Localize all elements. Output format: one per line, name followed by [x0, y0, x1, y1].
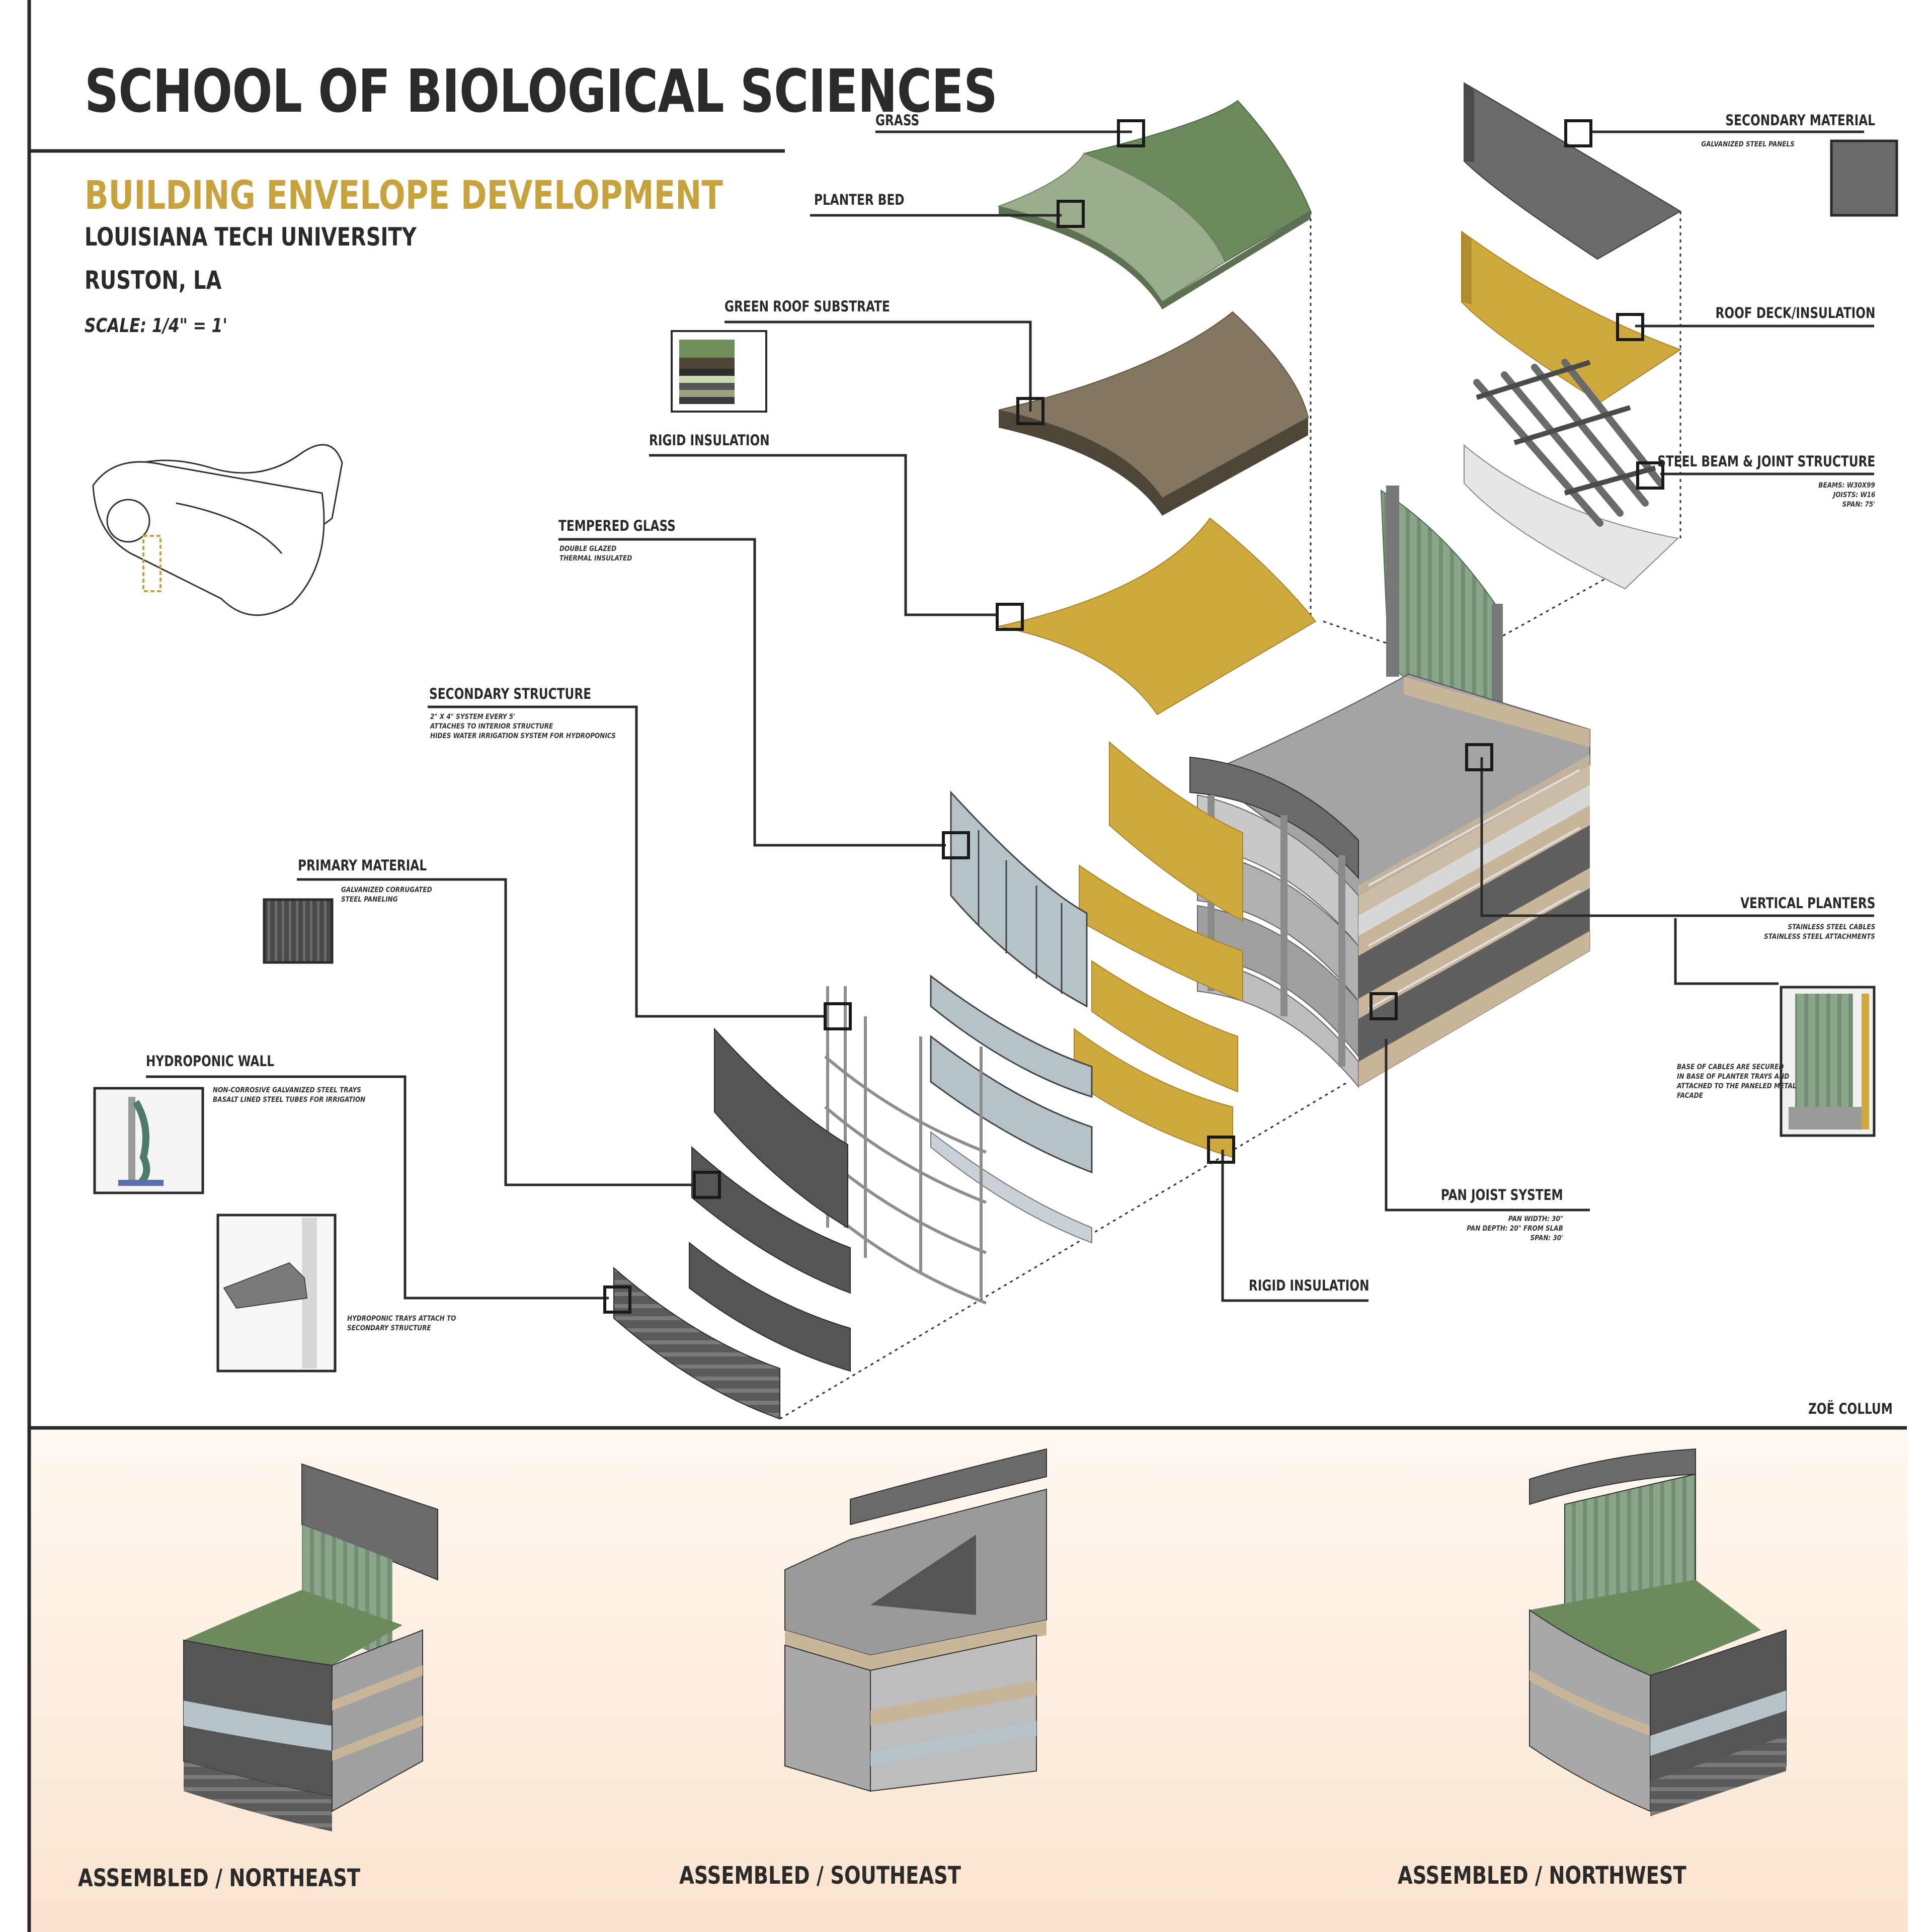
- note-hydroponic-wall-2: BASALT LINED STEEL TUBES FOR IRRIGATION: [213, 1096, 366, 1104]
- note-secondary-structure-3: HIDES WATER IRRIGATION SYSTEM FOR HYDROP…: [430, 732, 616, 740]
- vertical-planter-inset: [1780, 986, 1876, 1137]
- callout-boxes: [603, 119, 1664, 1314]
- hydroponic-wall-strip: [613, 1266, 780, 1420]
- green-roof-substrate-inset: [671, 330, 767, 413]
- note-secondary-structure-2: ATTACHES TO INTERIOR STRUCTURE: [430, 722, 553, 731]
- roof-insulation-layer: [998, 517, 1317, 715]
- secondary-material-swatch: [1830, 139, 1898, 217]
- note-cables-1: BASE OF CABLES ARE SECURED: [1677, 1063, 1784, 1071]
- note-primary-material-2: STEEL PANELING: [341, 896, 398, 904]
- roof-deck-panel: [1461, 230, 1682, 404]
- facade-insulation-panels: [1074, 741, 1243, 1158]
- label-grass: GRASS: [875, 112, 920, 129]
- scale-note: SCALE: 1/4" = 1': [85, 314, 227, 337]
- label-steel-beam: STEEL BEAM & JOINT STRUCTURE: [1657, 453, 1875, 470]
- main-building: [1189, 486, 1590, 1088]
- location: RUSTON, LA: [85, 266, 222, 295]
- note-tempered-glass-2: THERMAL INSULATED: [559, 554, 632, 562]
- note-cables-2: IN BASE OF PLANTER TRAYS AND: [1677, 1073, 1790, 1081]
- label-rigid-insulation-bottom: RIGID INSULATION: [1249, 1277, 1370, 1294]
- note-vertical-planters-2: STAINLESS STEEL ATTACHMENTS: [1764, 933, 1875, 941]
- note-tempered-glass-1: DOUBLE GLAZED: [559, 545, 617, 553]
- assembled-southeast-model: [784, 1448, 1047, 1792]
- note-hydroponic-wall-1: NON-CORROSIVE GALVANIZED STEEL TRAYS: [213, 1086, 361, 1094]
- label-primary-material: PRIMARY MATERIAL: [298, 857, 427, 874]
- university-name: LOUISIANA TECH UNIVERSITY: [85, 222, 417, 252]
- note-steel-beam-1: BEAMS: W30X99: [1818, 481, 1875, 490]
- note-hydroponic-trays-1: HYDROPONIC TRAYS ATTACH TO: [347, 1315, 456, 1323]
- key-plan: [92, 444, 343, 616]
- note-primary-material-1: GALVANIZED CORRUGATED: [341, 886, 432, 894]
- label-tempered-glass: TEMPERED GLASS: [558, 517, 676, 534]
- secondary-material-panel: [1464, 82, 1681, 260]
- hydroponic-wall-inset: [93, 1087, 204, 1194]
- page-title: SCHOOL OF BIOLOGICAL SCIENCES: [85, 56, 998, 126]
- note-pan-joist-3: SPAN: 30': [1530, 1234, 1563, 1242]
- caption-assembled-northeast: ASSEMBLED / NORTHEAST: [78, 1864, 361, 1892]
- note-hydroponic-trays-2: SECONDARY STRUCTURE: [347, 1324, 431, 1332]
- note-cables-3: ATTACHED TO THE PANELED METAL: [1677, 1082, 1797, 1090]
- note-cables-4: FACADE: [1677, 1092, 1704, 1100]
- note-pan-joist-2: PAN DEPTH: 20" FROM SLAB: [1467, 1225, 1563, 1233]
- assembled-northeast-model: [183, 1463, 438, 1831]
- label-secondary-material: SECONDARY MATERIAL: [1725, 112, 1875, 129]
- leader-lines: [146, 130, 1874, 1302]
- hydroponic-tray-inset: [216, 1214, 337, 1373]
- label-vertical-planters: VERTICAL PLANTERS: [1740, 895, 1875, 912]
- label-roof-deck: ROOF DECK/INSULATION: [1715, 304, 1875, 321]
- page-subtitle: BUILDING ENVELOPE DEVELOPMENT: [85, 173, 723, 218]
- label-rigid-insulation-top: RIGID INSULATION: [649, 432, 770, 449]
- note-steel-beam-2: JOISTS: W16: [1833, 491, 1875, 499]
- label-secondary-structure: SECONDARY STRUCTURE: [429, 685, 592, 702]
- primary-material-swatch: [263, 898, 334, 964]
- caption-assembled-southeast: ASSEMBLED / SOUTHEAST: [679, 1862, 961, 1890]
- note-pan-joist-1: PAN WIDTH: 30": [1508, 1215, 1563, 1223]
- note-secondary-structure-1: 2" X 4" SYSTEM EVERY 5': [430, 713, 515, 721]
- note-secondary-material: GALVANIZED STEEL PANELS: [1701, 140, 1795, 148]
- tempered-glass-panels: [930, 790, 1093, 1244]
- label-hydroponic-wall: HYDROPONIC WALL: [146, 1053, 275, 1070]
- label-green-roof-substrate: GREEN ROOF SUBSTRATE: [725, 298, 890, 315]
- steel-beam-structure: [1464, 359, 1679, 590]
- author-credit: ZOË COLLUM: [1808, 1400, 1893, 1417]
- note-vertical-planters-1: STAINLESS STEEL CABLES: [1788, 923, 1875, 931]
- caption-assembled-northwest: ASSEMBLED / NORTHWEST: [1398, 1862, 1686, 1890]
- frame: [27, 0, 1907, 1932]
- note-steel-beam-3: SPAN: 75': [1842, 501, 1875, 509]
- roof-substrate-layer: [998, 311, 1309, 516]
- assembled-northwest-model: [1529, 1448, 1787, 1816]
- primary-steel-panels: [689, 1027, 851, 1372]
- label-pan-joist: PAN JOIST SYSTEM: [1441, 1186, 1563, 1203]
- label-planter-bed: PLANTER BED: [814, 191, 905, 208]
